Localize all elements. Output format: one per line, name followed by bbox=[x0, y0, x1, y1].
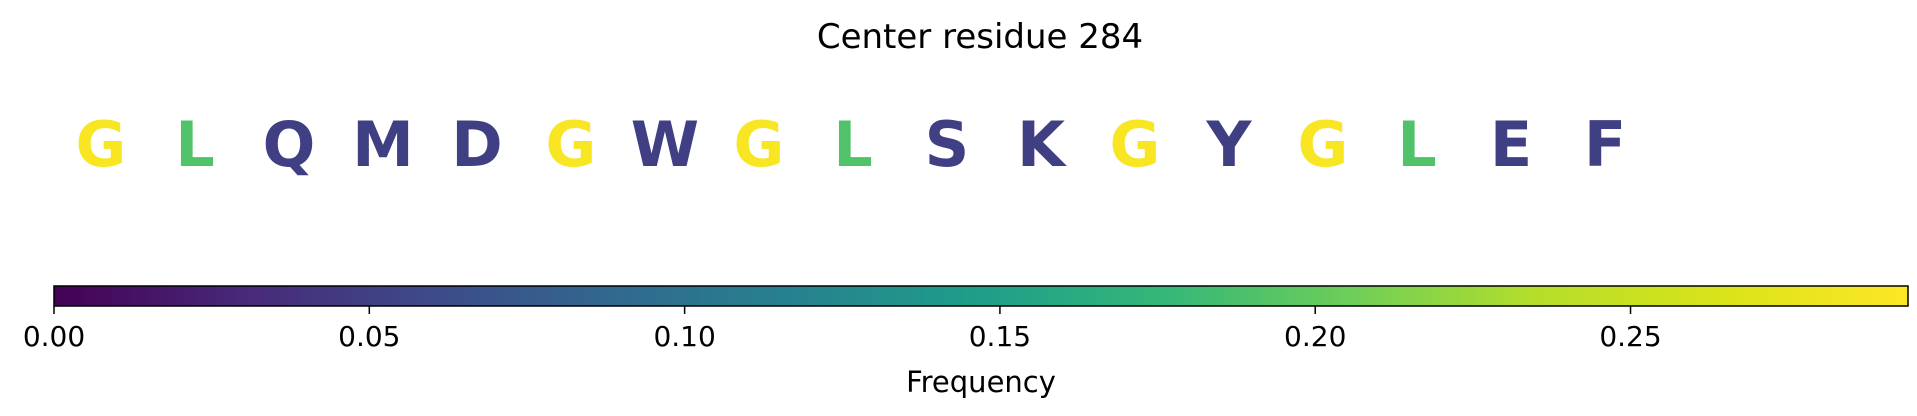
residue-letter: L bbox=[1397, 108, 1437, 181]
residue-letter: E bbox=[1490, 108, 1532, 181]
colorbar-tick-label: 0.15 bbox=[969, 320, 1031, 353]
residue-letter: F bbox=[1584, 108, 1626, 181]
residue-letter: G bbox=[1298, 108, 1349, 181]
residue-letter: Q bbox=[263, 108, 316, 181]
residue-letter: L bbox=[833, 108, 873, 181]
colorbar-tick-label: 0.20 bbox=[1284, 320, 1346, 353]
residue-letter: G bbox=[734, 108, 785, 181]
residue-letter: G bbox=[1110, 108, 1161, 181]
residue-letter: G bbox=[76, 108, 127, 181]
colorbar-tick-label: 0.10 bbox=[653, 320, 715, 353]
residue-letter: G bbox=[546, 108, 597, 181]
residue-letter: K bbox=[1017, 108, 1067, 181]
colorbar-tick-label: 0.00 bbox=[23, 320, 85, 353]
residue-letter: W bbox=[631, 108, 699, 181]
chart-title: Center residue 284 bbox=[817, 17, 1143, 57]
colorbar-tick-label: 0.25 bbox=[1599, 320, 1661, 353]
colorbar-ticks: 0.00 0.05 0.10 0.15 0.20 0.25 bbox=[23, 306, 1662, 353]
residue-letter: S bbox=[925, 108, 970, 181]
residue-letter: M bbox=[352, 108, 414, 181]
colorbar-label: Frequency bbox=[906, 365, 1056, 399]
residue-letter: Y bbox=[1206, 108, 1253, 181]
colorbar-tick-label: 0.05 bbox=[338, 320, 400, 353]
residue-letter: L bbox=[175, 108, 215, 181]
colorbar bbox=[53, 285, 1909, 307]
residue-letter: D bbox=[451, 108, 502, 181]
